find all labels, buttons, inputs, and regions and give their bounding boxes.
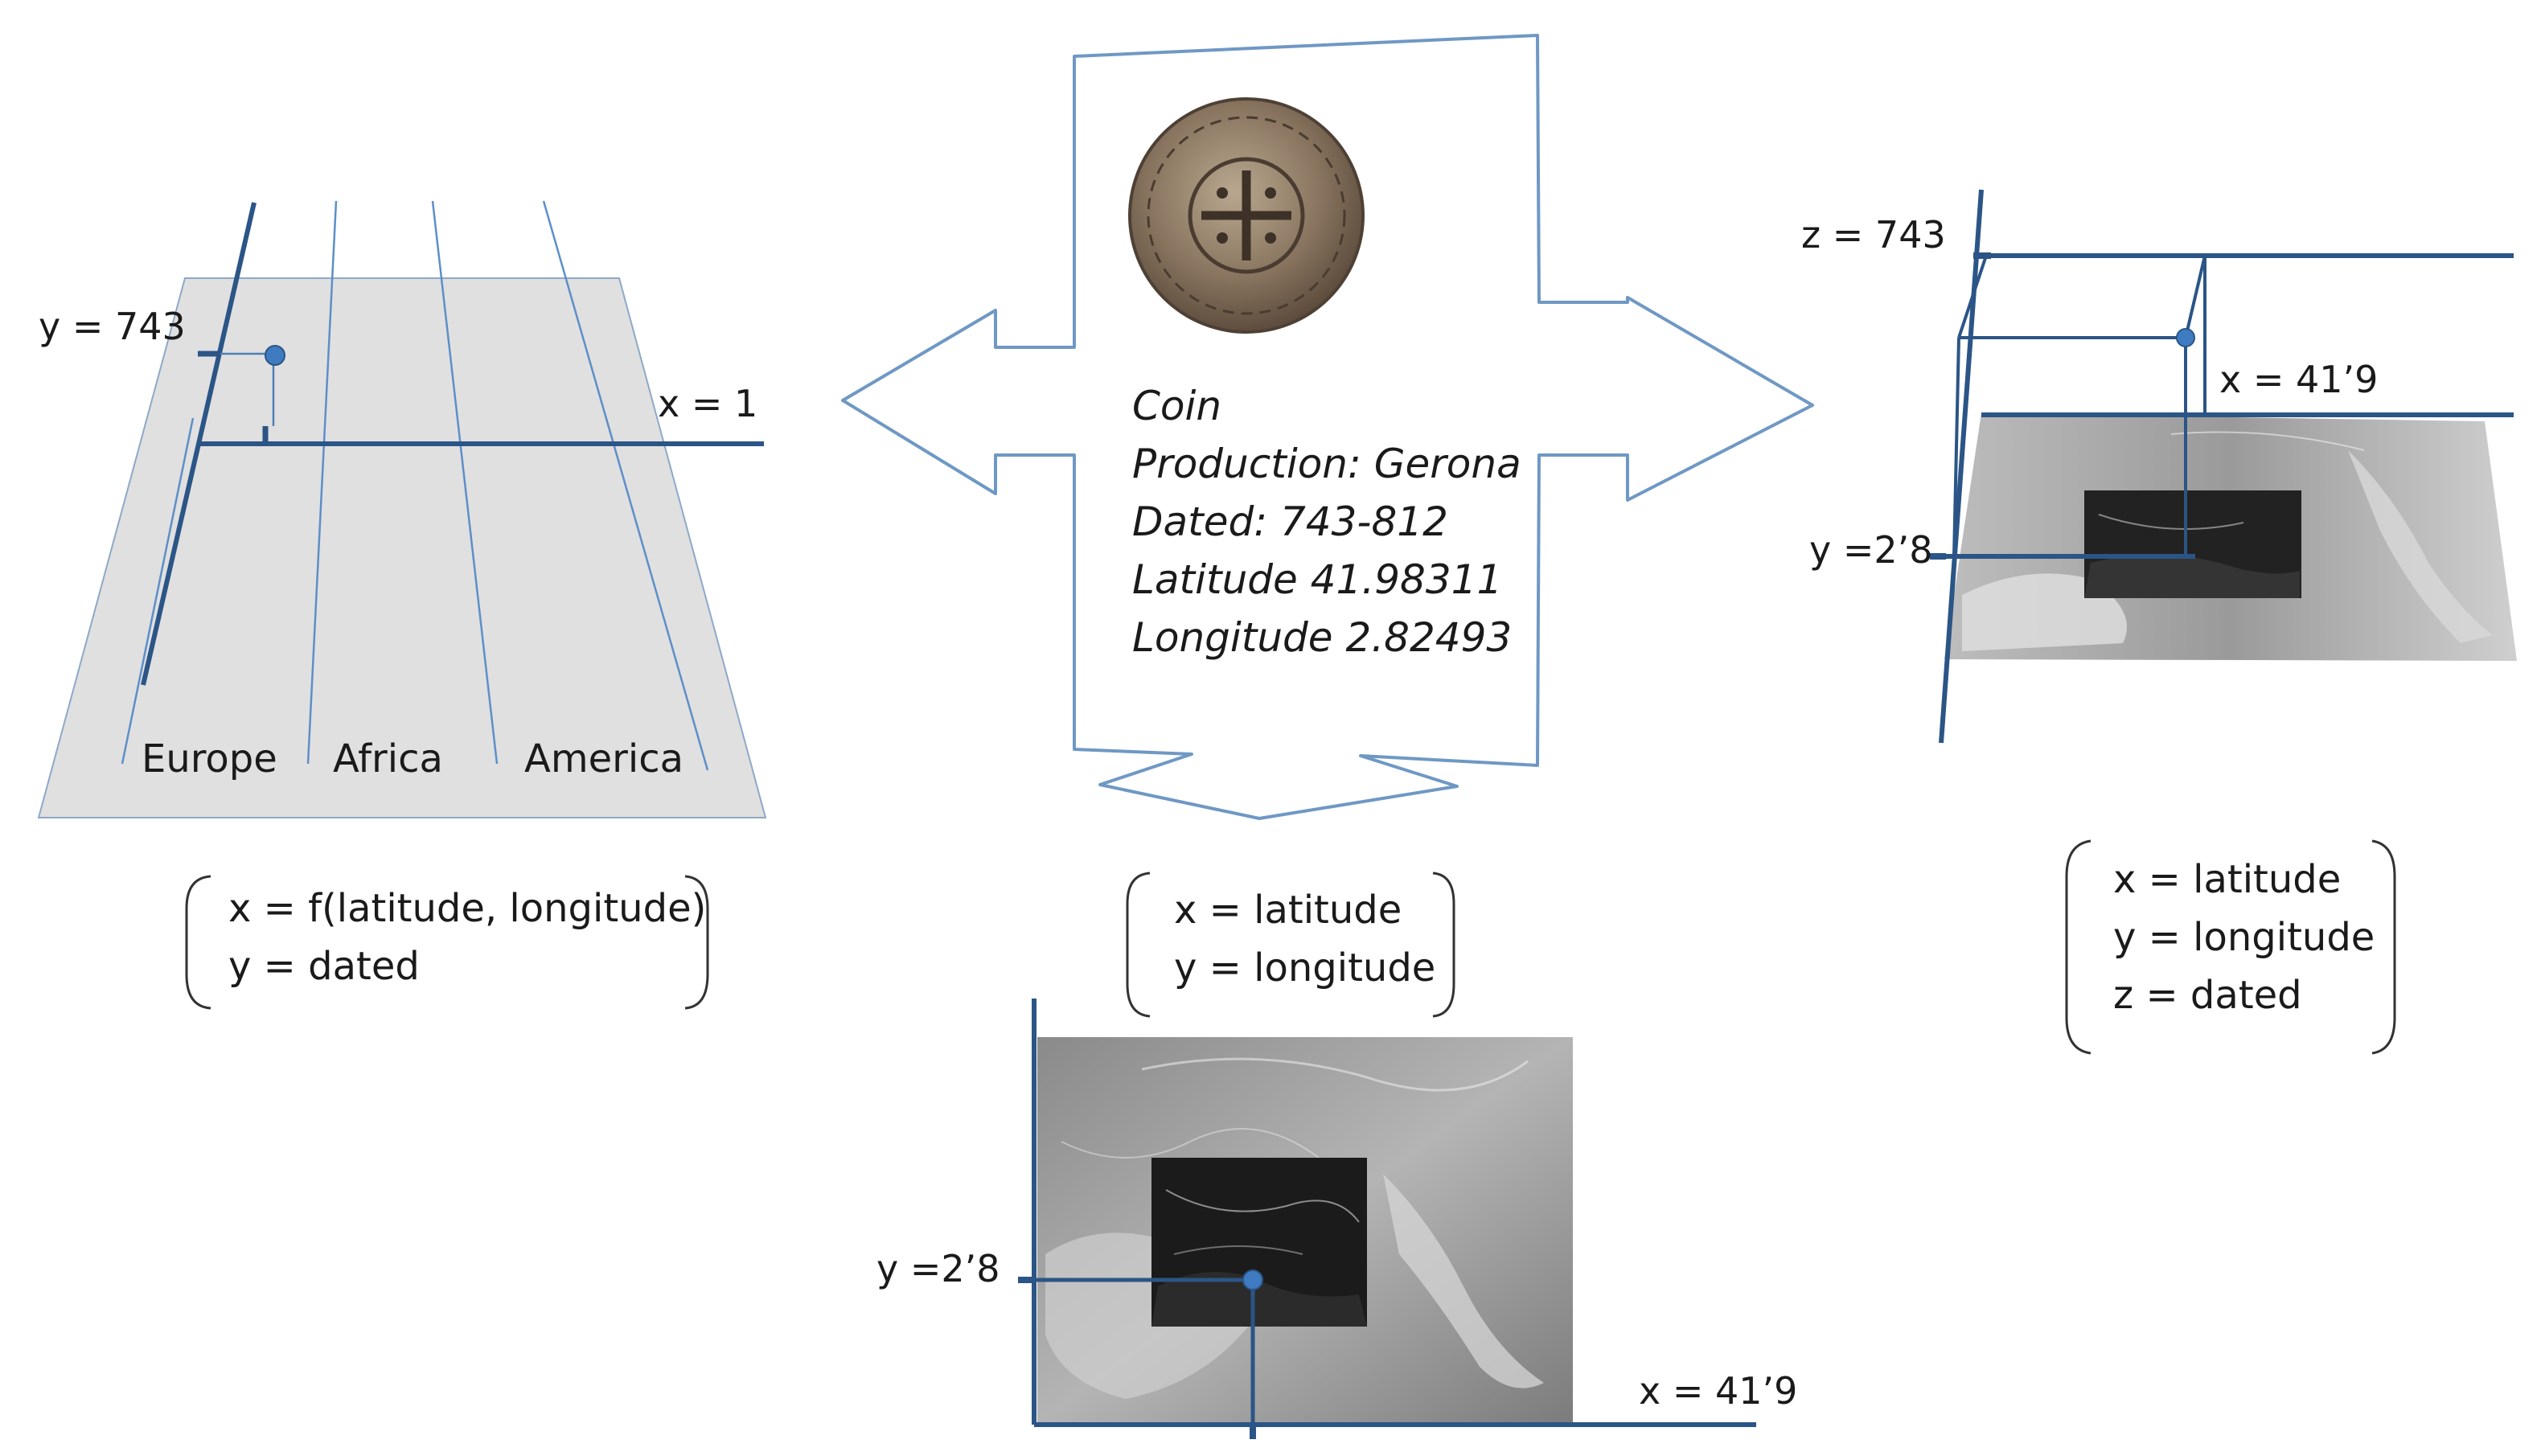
left-region-divider-3 (542, 200, 709, 771)
box-back-left (1957, 255, 1988, 338)
right-formula-line-2: y = longitude (2113, 915, 2375, 960)
card-line-latitude: Latitude 41.98311 (1132, 556, 1502, 603)
right-z-label: z = 743 (1801, 213, 1946, 256)
bottom-data-point (1242, 1269, 1263, 1290)
region-label-america: America (524, 736, 683, 781)
left-panel: y = 743 x = 1 Europe Africa America x = … (37, 200, 767, 1010)
box-left-vertical (1952, 337, 1960, 557)
coin-image (1128, 97, 1365, 334)
card-line-production: Production: Gerona (1132, 441, 1521, 487)
box-back-right (2184, 255, 2206, 338)
right-vertical-axis (1939, 189, 1984, 744)
right-bracket-right (2371, 839, 2396, 1055)
right-data-point (2176, 328, 2195, 347)
right-formula-line-1: x = latitude (2113, 857, 2341, 902)
left-data-point (265, 345, 285, 366)
card-line-dated: Dated: 743-812 (1132, 498, 1448, 545)
left-region-divider-0 (121, 417, 195, 765)
right-bracket-left (2065, 839, 2092, 1055)
left-bracket-right (684, 875, 709, 1010)
bottom-y-label: y =2’8 (876, 1247, 1000, 1290)
bottom-x-label: x = 41’9 (1639, 1369, 1797, 1413)
card-line-longitude: Longitude 2.82493 (1132, 614, 1512, 661)
left-bracket-left (185, 875, 211, 1010)
left-x-label: x = 1 (658, 382, 757, 425)
left-region-divider-2 (431, 200, 499, 765)
center-card: Coin Production: Gerona Dated: 743-812 L… (841, 34, 1814, 820)
left-region-divider-1 (306, 200, 338, 765)
left-y-label: y = 743 (39, 305, 186, 348)
bottom-panel: x = latitude y = longitude y =2’8 x = 41… (876, 872, 1797, 1439)
right-formula-line-3: z = dated (2113, 973, 2302, 1018)
four-way-arrow-shape (841, 34, 1814, 820)
bottom-bracket-right (1432, 872, 1455, 1018)
left-plane (37, 277, 767, 818)
zoomed-map-region (1151, 1158, 1367, 1327)
bottom-formula-line-1: x = latitude (1174, 888, 1402, 933)
right-x-label: x = 41’9 (2219, 358, 2378, 401)
bottom-bracket-left (1126, 872, 1151, 1018)
right-zoomed-map-region (2084, 490, 2301, 598)
right-y-label: y =2’8 (1809, 528, 1933, 572)
card-line-type: Coin (1132, 383, 1221, 429)
right-panel: z = 743 x = 41’9 y =2’8 x = latitude y =… (1801, 189, 2517, 1055)
left-formula-line-1: x = f(latitude, longitude) (228, 886, 706, 931)
region-label-europe: Europe (142, 736, 277, 781)
left-formula-line-2: y = dated (228, 944, 420, 989)
region-label-africa: Africa (333, 736, 443, 781)
bottom-formula-line-2: y = longitude (1174, 945, 1435, 990)
